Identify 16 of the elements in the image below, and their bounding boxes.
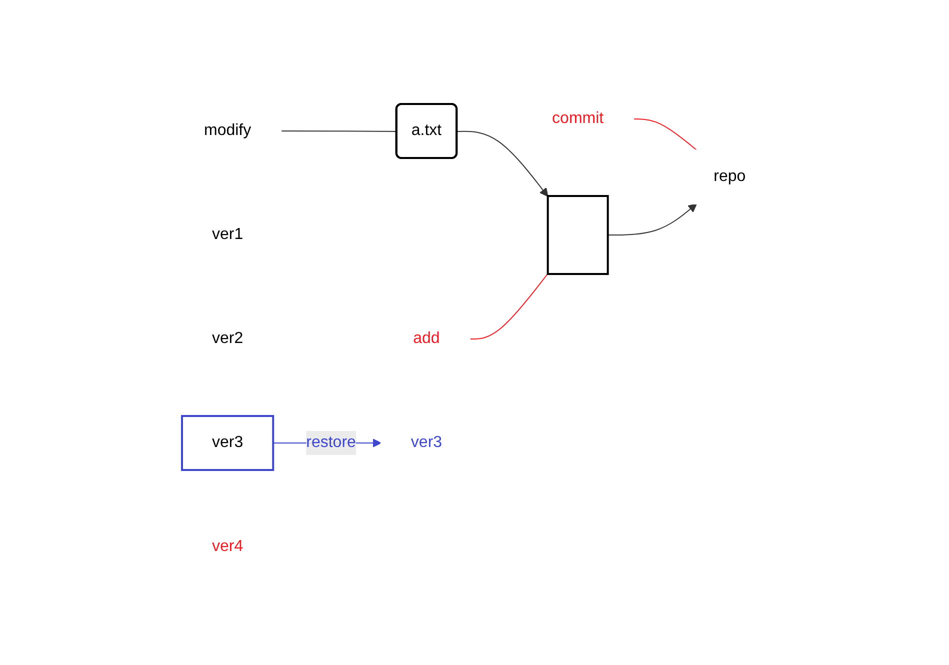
arrow bbox=[607, 203, 697, 235]
connector bbox=[469, 272, 548, 339]
connector bbox=[632, 118, 697, 150]
node-text: modify bbox=[204, 122, 251, 138]
connector bbox=[280, 130, 398, 132]
node-text: ver1 bbox=[212, 226, 243, 242]
node-text: repo bbox=[713, 168, 746, 184]
node-text: ver4 bbox=[212, 538, 243, 554]
node-text: commit bbox=[552, 110, 604, 126]
node-text: add bbox=[412, 330, 440, 346]
node-text: ver2 bbox=[212, 330, 243, 346]
node-box bbox=[546, 194, 608, 274]
node-text: ver3 bbox=[410, 434, 442, 450]
arrow bbox=[456, 130, 548, 196]
edge-label: restore bbox=[306, 434, 356, 450]
node-box: ver3 bbox=[180, 414, 274, 470]
